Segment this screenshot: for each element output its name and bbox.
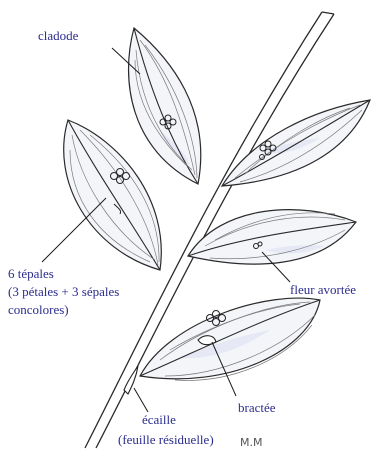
cladode-left (64, 120, 162, 270)
label-ecaille-2: (feuille résiduelle) (118, 432, 214, 447)
artist-signature: M.M (240, 436, 262, 449)
label-bractee: bractée (238, 400, 276, 415)
cladode-lower (140, 298, 320, 380)
cladode-right-middle (188, 210, 356, 264)
label-fleur-avortee: fleur avortée (290, 282, 356, 297)
cladode-right-upper (222, 100, 370, 186)
scale-leaf (124, 366, 138, 394)
label-tepals-1: 6 tépales (8, 266, 54, 281)
cladode-top (129, 28, 201, 184)
label-ecaille-1: écaille (142, 412, 176, 427)
label-tepals-3: concolores) (8, 302, 69, 317)
label-cladode: cladode (38, 28, 79, 43)
label-tepals-2: (3 pétales + 3 sépales (8, 284, 119, 299)
